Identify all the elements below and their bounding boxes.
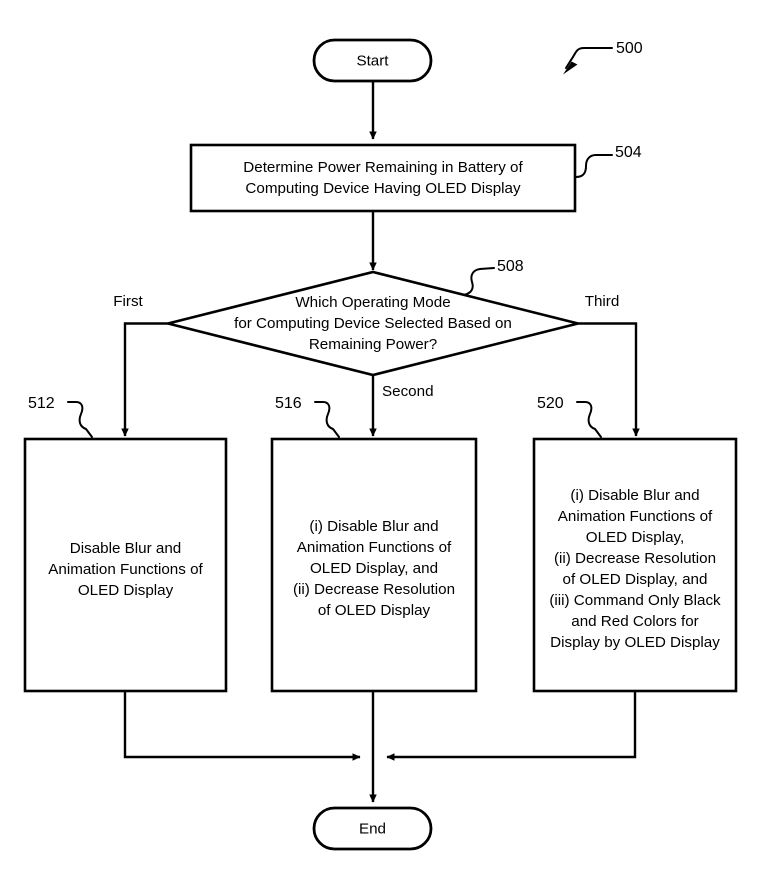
second-mode-line-1: (i) Disable Blur and [309,518,438,535]
third-mode-line-6: (iii) Command Only Black [549,592,721,609]
node-first-mode: Disable Blur and Animation Functions of … [23,395,228,693]
third-mode-line-7: and Red Colors for [571,613,698,630]
determine-power-line-1: Determine Power Remaining in Battery of [243,159,523,176]
determine-power-box [189,143,577,213]
figure-number-leader [565,47,613,69]
decision-line-1: Which Operating Mode [295,294,450,311]
node-second-mode: (i) Disable Blur and Animation Functions… [270,395,478,693]
first-mode-box [23,437,228,693]
end-label: End [359,821,386,838]
decision-line-2: for Computing Device Selected Based on [234,315,512,332]
first-mode-line-3: OLED Display [78,582,174,599]
first-mode-line-1: Disable Blur and [70,540,181,557]
third-mode-line-3: OLED Display, [586,529,684,546]
connector-decision-to-first-mode [121,322,168,437]
third-mode-box [532,437,738,693]
node-end: End [312,806,433,851]
first-mode-ref-leader [67,401,93,438]
third-mode-ref-label: 520 [537,395,564,412]
decision-ref-label: 508 [497,258,524,275]
second-mode-line-5: of OLED Display [318,602,431,619]
first-mode-line-2: Animation Functions of [48,561,203,578]
second-mode-line-2: Animation Functions of [297,539,452,556]
second-mode-ref-leader [314,401,340,438]
second-mode-line-3: OLED Display, and [310,560,438,577]
connector-first-mode-to-join [123,691,361,761]
end-terminator-shape [312,806,433,851]
edge-label-second: Second [382,383,434,400]
determine-power-ref-leader [575,154,613,178]
node-determine-power: Determine Power Remaining in Battery of … [189,143,642,213]
node-third-mode: (i) Disable Blur and Animation Functions… [532,395,738,693]
edge-label-first: First [113,293,143,310]
third-mode-line-5: of OLED Display, and [563,571,708,588]
figure-number-callout: 500 [563,40,643,75]
decision-line-3: Remaining Power? [309,336,437,353]
node-start: Start [312,38,433,83]
figure-number-arrowhead [563,61,578,75]
connector-third-mode-to-join [386,691,637,761]
determine-power-ref-label: 504 [615,144,642,161]
node-decision-operating-mode: Which Operating Mode for Computing Devic… [167,258,579,377]
third-mode-line-2: Animation Functions of [558,508,713,525]
second-mode-ref-label: 516 [275,395,302,412]
start-label: Start [356,53,389,70]
third-mode-line-4: (ii) Decrease Resolution [554,550,716,567]
figure-number-label: 500 [616,40,643,57]
third-mode-line-1: (i) Disable Blur and [570,487,699,504]
first-mode-ref-label: 512 [28,395,55,412]
third-mode-line-8: Display by OLED Display [550,634,720,651]
connector-decision-to-third-mode [578,322,640,437]
determine-power-line-2: Computing Device Having OLED Display [245,180,521,197]
second-mode-line-4: (ii) Decrease Resolution [293,581,455,598]
second-mode-box [270,437,478,693]
decision-ref-leader [463,267,495,296]
third-mode-ref-leader [576,401,602,438]
edge-label-third: Third [585,293,620,310]
